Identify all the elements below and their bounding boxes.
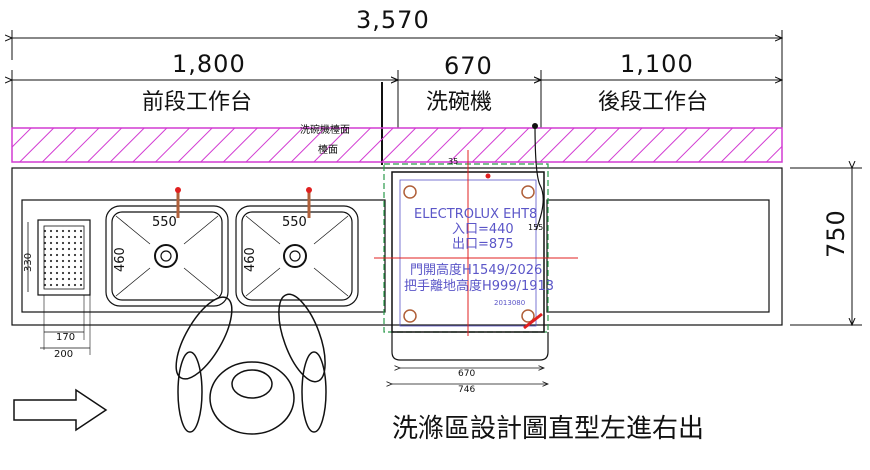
basket bbox=[27, 219, 91, 355]
front-bench-label: 前段工作台 bbox=[142, 90, 253, 115]
dim-35-label: 35 bbox=[448, 157, 459, 166]
dishwasher-dimension-label: 670 bbox=[444, 52, 493, 80]
dishwasher-outer-width-label: 746 bbox=[458, 385, 476, 395]
counter-outline bbox=[11, 167, 783, 326]
dishwasher bbox=[374, 123, 578, 384]
dishwasher-model-label: ELECTROLUX EHT8 bbox=[414, 207, 538, 222]
dishwasher-inner-width-label: 670 bbox=[458, 369, 476, 379]
drawing-title: 洗滌區設計圖直型左進右出 bbox=[392, 414, 705, 444]
sink-2-width-label: 550 bbox=[282, 215, 307, 230]
depth-dimension-line bbox=[790, 168, 862, 325]
dishwasher-handle-height-label: 把手離地高度H999/1913 bbox=[404, 279, 555, 294]
depth-dimension-label: 750 bbox=[822, 209, 850, 258]
counter-note: 洗碗機檯面 bbox=[300, 125, 350, 136]
sink-2 bbox=[235, 187, 359, 307]
operator-figure bbox=[175, 293, 327, 435]
sink-1 bbox=[105, 187, 229, 307]
dishwasher-inlet-label: 入口=440 bbox=[452, 222, 514, 237]
sink-1-width-label: 550 bbox=[152, 215, 177, 230]
rear-bench-label: 後段工作台 bbox=[598, 90, 709, 115]
rear-bench-dimension-label: 1,100 bbox=[620, 50, 694, 78]
dishwasher-zone-label: 洗碗機 bbox=[426, 90, 493, 115]
sink-1-depth-label: 460 bbox=[113, 247, 128, 272]
dishwasher-outlet-label: 出口=875 bbox=[452, 237, 514, 252]
sink-2-depth-label: 460 bbox=[243, 247, 258, 272]
front-bench-dimension-label: 1,800 bbox=[172, 50, 246, 78]
dishwasher-door-height-label: 門開高度H1549/2026 bbox=[410, 263, 543, 278]
total-dimension-label: 3,570 bbox=[356, 6, 430, 34]
dishwasher-code-label: 2013080 bbox=[494, 299, 526, 307]
hatched-backsplash bbox=[11, 127, 783, 163]
basket-depth-label: 330 bbox=[23, 252, 34, 272]
basket-outer-width-label: 200 bbox=[54, 349, 74, 360]
basket-inner-width-label: 170 bbox=[56, 332, 76, 343]
dim-155-label: 155 bbox=[528, 223, 544, 232]
counter-note-2: 檯面 bbox=[318, 145, 338, 156]
flow-arrow bbox=[13, 388, 108, 432]
